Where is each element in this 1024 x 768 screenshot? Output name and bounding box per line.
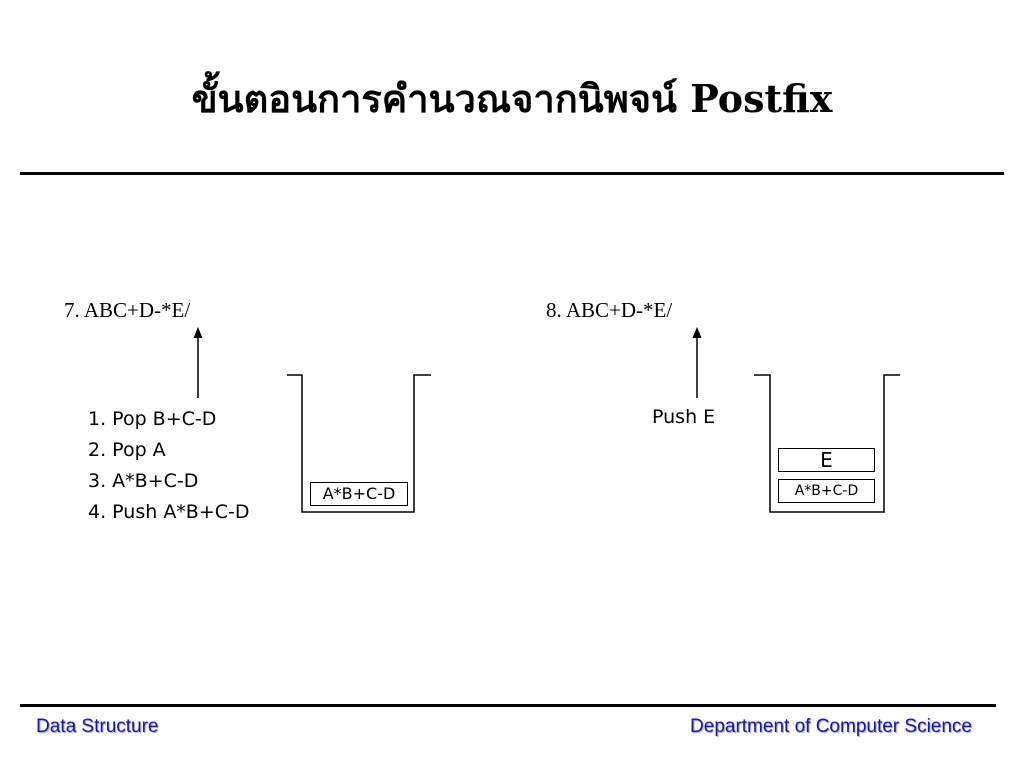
footer-divider xyxy=(20,704,996,707)
step7-action-list: 1. Pop B+C-D 2. Pop A 3. A*B+C-D 4. Push… xyxy=(88,404,250,528)
step7-action: 4. Push A*B+C-D xyxy=(88,501,250,523)
step8-action: Push E xyxy=(652,406,716,428)
step8-arrow xyxy=(692,327,702,398)
step8-expression: 8. ABC+D-*E/ xyxy=(546,298,673,322)
step7-action: 1. Pop B+C-D xyxy=(88,408,217,430)
title-divider xyxy=(20,172,1004,175)
step8-stack-cell-bottom: A*B+C-D xyxy=(778,479,875,503)
step7-expression: 7. ABC+D-*E/ xyxy=(64,298,191,322)
step7-action: 3. A*B+C-D xyxy=(88,470,199,492)
step8-stack-container xyxy=(754,374,900,513)
slide-title: ขั้นตอนการคำนวณจากนิพจน์ Postfix xyxy=(191,76,833,121)
step7-action: 2. Pop A xyxy=(88,439,166,461)
step7-stack-container xyxy=(287,374,431,513)
step8-stack-cell-top: E xyxy=(778,448,875,472)
footer-department: Department of Computer Science xyxy=(690,716,972,737)
step7-arrow xyxy=(193,327,203,398)
step7-stack-cell: A*B+C-D xyxy=(310,482,408,506)
footer-course: Data Structure xyxy=(36,716,159,737)
